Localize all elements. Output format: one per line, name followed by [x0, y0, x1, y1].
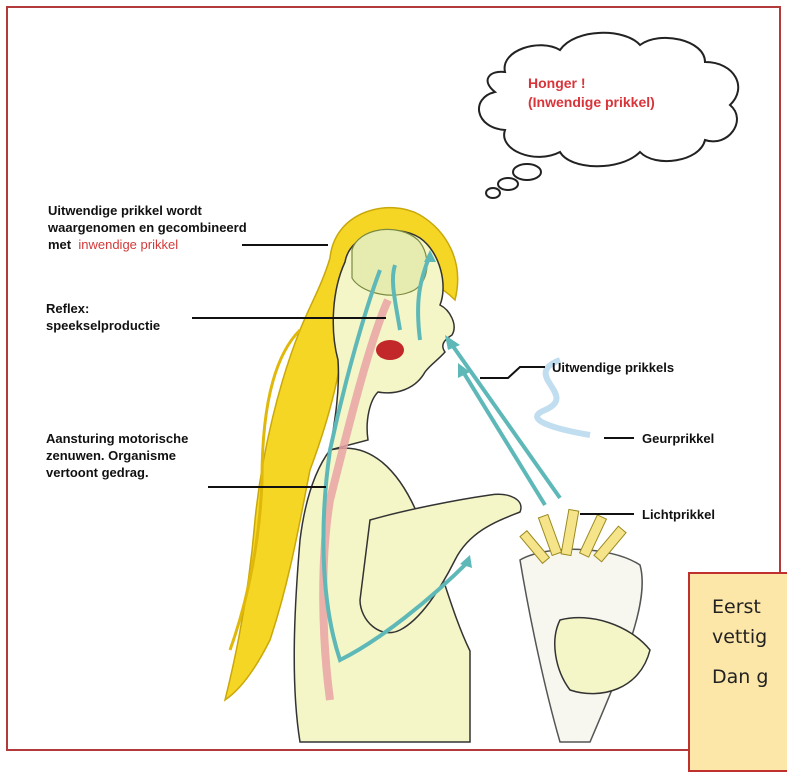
- motor-label: Aansturing motorische zenuwen. Organisme…: [46, 430, 188, 481]
- thought-cloud: [479, 33, 738, 198]
- hunger-label: Honger !: [528, 74, 655, 93]
- reflex-label: Reflex: speekselproductie: [46, 300, 160, 334]
- mouth: [376, 340, 404, 360]
- thought-cloud-text: Honger ! (Inwendige prikkel): [528, 74, 655, 112]
- perception-label: Uitwendige prikkel wordt waargenomen en …: [48, 202, 247, 253]
- smell-stimulus-label: Geurprikkel: [642, 430, 714, 447]
- light-stimulus-label: Lichtprikkel: [642, 506, 715, 523]
- explanation-callout: Eerst vettig Dan g: [688, 572, 787, 772]
- food-bag: [520, 509, 650, 742]
- internal-stimulus-label: (Inwendige prikkel): [528, 93, 655, 112]
- external-stimuli-label: Uitwendige prikkels: [552, 359, 674, 376]
- brain: [352, 229, 427, 295]
- internal-stimulus-highlight: inwendige prikkel: [78, 237, 178, 252]
